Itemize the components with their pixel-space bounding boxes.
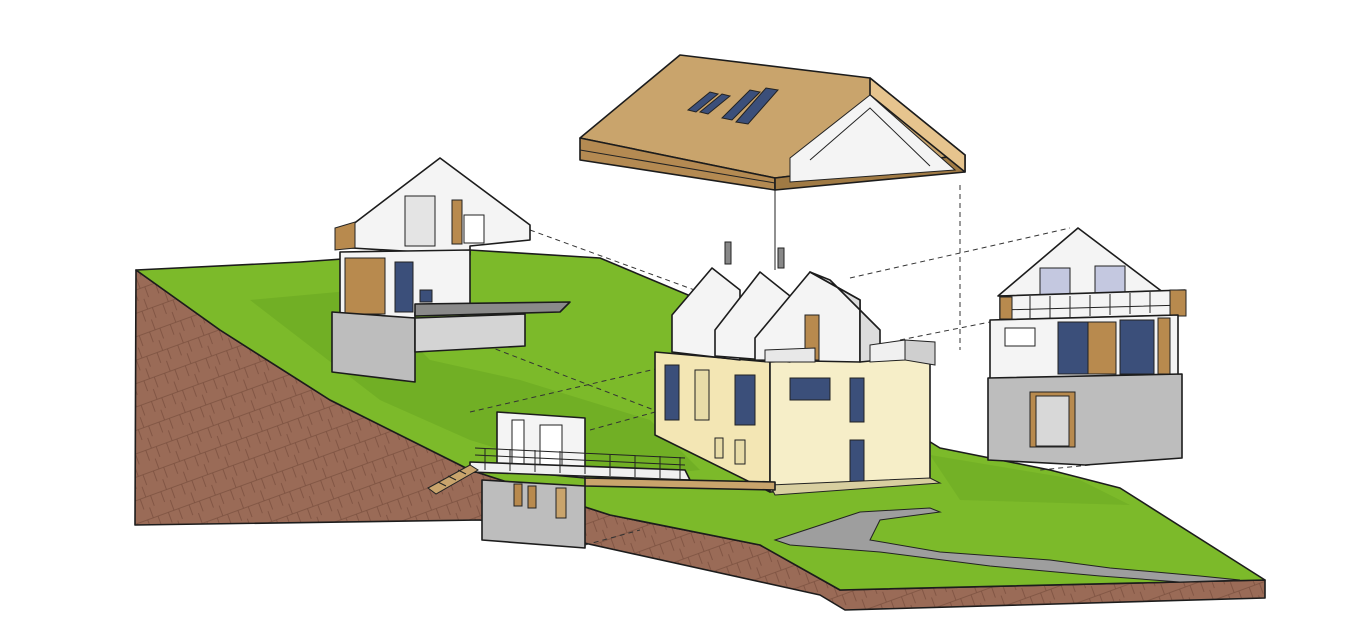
exploded-roof (579, 54, 966, 191)
footpath (773, 507, 1241, 583)
section-module-right (987, 227, 1187, 466)
main-house (654, 241, 942, 496)
section-module-left (331, 157, 571, 383)
lower-terrace-module (427, 411, 776, 549)
